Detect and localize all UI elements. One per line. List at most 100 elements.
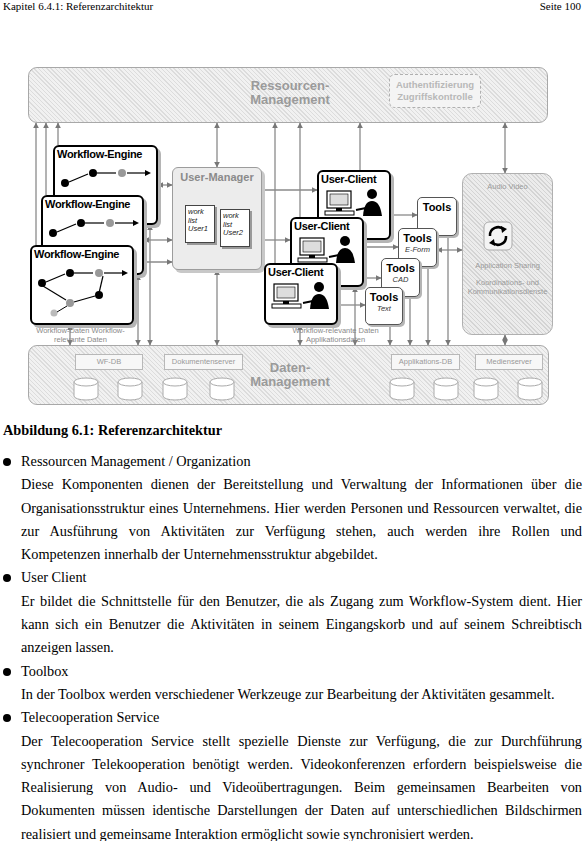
deco-path — [489, 239, 495, 246]
caption-text: Abbildung 6.1: Referenzarchitektur — [3, 422, 222, 438]
connector-arrow — [437, 249, 462, 250]
connector-arrow — [427, 267, 428, 345]
node-label: Audio Video — [463, 182, 552, 191]
page-header: Kapitel 6.4.1: Referenzarchitektur — [3, 0, 153, 13]
connector-arrow — [364, 277, 381, 278]
node-label: WF-DB — [76, 355, 142, 369]
database-cylinder — [118, 378, 142, 400]
deco-path — [492, 236, 506, 245]
node-label: Ressourcen- Management — [240, 79, 340, 107]
node-label: Tools — [366, 288, 402, 304]
data-store: Applikations-DB — [391, 354, 460, 370]
database-cylinder — [74, 378, 98, 400]
deco-line — [57, 306, 67, 312]
deco-path — [501, 226, 507, 233]
diagram-area: Ressourcen- Management Authentifizierung … — [0, 0, 585, 420]
work-list: work list User1 — [185, 205, 215, 243]
deco-circle — [66, 299, 74, 307]
connector-arrow — [57, 123, 58, 145]
connector-arrow — [158, 184, 172, 185]
data-band: Daten- Management WF-DB Dokumentenserver Ap… — [28, 345, 549, 405]
bullet-text: Der Telecooperation Service stellt spezi… — [0, 730, 582, 841]
node-label: Workflow-Engine — [32, 247, 132, 261]
connector-arrow — [504, 335, 505, 345]
node-label: work list User1 — [186, 206, 214, 236]
work-list: work list User2 — [220, 209, 250, 247]
telecooperation-panel: Audio VideoApplication SharingKoordinati… — [462, 173, 553, 335]
bullet-heading: Ressourcen Management / Organization — [0, 450, 582, 473]
connector-arrow — [447, 236, 448, 345]
deco-circle — [51, 310, 58, 317]
database-cylinder — [390, 378, 414, 400]
database-cylinder — [163, 378, 187, 400]
connector-arrow — [274, 123, 275, 263]
database-cylinder — [210, 378, 234, 400]
bullet-heading: Telecooperation Service — [0, 706, 582, 729]
connector-arrow — [262, 239, 290, 240]
connector-arrow — [45, 123, 46, 195]
connector-arrow — [216, 270, 217, 345]
deco-line — [74, 296, 95, 302]
connector-arrow — [137, 275, 138, 345]
connector-arrow — [262, 189, 317, 190]
database-cylinder — [518, 378, 542, 400]
connector-arrow — [144, 239, 172, 240]
node-label: CAD — [382, 275, 419, 284]
data-store: Dokumentenserver — [164, 354, 243, 370]
node-label: E-Form — [399, 245, 436, 254]
node-label: User-Client — [266, 265, 336, 279]
node-label: User-Manager — [173, 168, 261, 184]
bullet-text: Diese Komponenten dienen der Bereitstell… — [0, 473, 582, 566]
connector-arrow — [359, 123, 360, 170]
user-icon — [272, 282, 329, 309]
connector-arrow — [389, 325, 390, 345]
engine-box: Workflow-Engine — [30, 245, 134, 325]
data-store: Medienserver — [475, 354, 543, 370]
node-label: Workflow-Engine — [43, 197, 142, 211]
user-icon — [298, 236, 355, 263]
user-manager-box: User-Manager work list User1work list Use… — [172, 167, 262, 270]
deco-rect — [484, 222, 512, 250]
deco-circle — [95, 291, 103, 299]
node-label: Koordinations- und Kommunikationsdienste — [463, 278, 552, 296]
connector-arrow — [149, 225, 150, 345]
workflow-graph-extra — [43, 276, 103, 317]
node-label: User-Client — [292, 219, 362, 233]
node-label: Tools — [382, 259, 419, 275]
flow-label: Workflow-relevante Daten Applikationsdat… — [283, 326, 388, 344]
bullet-text: In der Toolbox werden verschiedener Werk… — [0, 683, 582, 706]
node-label: Tools — [399, 229, 436, 245]
node-label: Tools — [418, 198, 456, 214]
workflow-graph — [61, 169, 151, 187]
deco-path — [490, 227, 504, 236]
node-label: Daten- Management — [240, 361, 340, 389]
deco-line — [43, 286, 66, 300]
data-store: WF-DB — [75, 354, 143, 370]
node-label: Medienserver — [476, 355, 542, 369]
connector-arrow — [364, 246, 398, 247]
resource-band: Ressourcen- Management Authentifizierung … — [28, 67, 548, 123]
auth-box: Authentifizierung Zugriffskontrolle — [389, 74, 481, 108]
database-cylinder — [474, 378, 498, 400]
client-box: User-Client — [264, 263, 338, 325]
user-icon — [325, 189, 382, 216]
workflow-graph — [49, 219, 139, 237]
node-label: work list User2 — [221, 210, 249, 240]
node-label: Applikations-DB — [392, 355, 459, 369]
deco-line — [99, 276, 103, 293]
node-label: User-Client — [319, 172, 389, 186]
node-label: Application Sharing — [463, 261, 552, 270]
connector-arrow — [35, 123, 36, 245]
connector-arrow — [409, 297, 410, 345]
workflow-graph — [38, 269, 128, 287]
node-label: Workflow-Engine — [55, 147, 156, 161]
bullet-heading: Toolbox — [0, 660, 582, 683]
body-text: Ressourcen Management / OrganizationDies… — [0, 450, 582, 841]
page-number: Seite 100 — [540, 0, 581, 13]
cycle-symbol — [484, 222, 512, 250]
flow-label: Workflow-Daten Workflow-relevante Daten — [28, 326, 133, 344]
figure-caption: Abbildung 6.1: Referenzarchitektur — [3, 421, 222, 439]
tool-box: ToolsText — [365, 287, 403, 325]
database-cylinder — [434, 378, 458, 400]
